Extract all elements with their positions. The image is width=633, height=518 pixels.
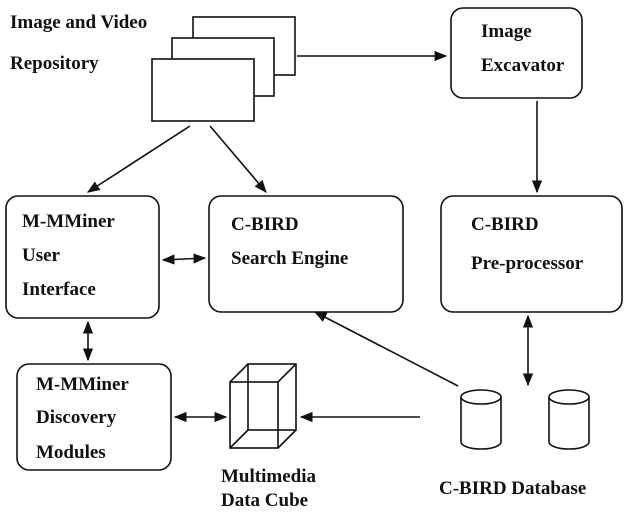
search-engine-label-line1: C-BIRD: [231, 214, 299, 235]
repository-label-line1: Image and Video: [10, 12, 148, 33]
database-label: C-BIRD Database: [439, 478, 587, 499]
ui-label-line3: Interface: [22, 279, 96, 300]
repository-page-front: [151, 58, 255, 122]
search-engine-box: [208, 195, 404, 313]
database-cylinder-left-icon: [460, 389, 502, 450]
discovery-label-line3: Modules: [36, 442, 106, 463]
database-cylinder-right-icon: [548, 389, 590, 450]
arrow-database-to-search-engine: [313, 311, 459, 387]
discovery-label-line1: M-MMiner: [36, 374, 129, 395]
arrow-repository-to-search-engine: [209, 125, 267, 193]
ui-label-line1: M-MMiner: [22, 211, 115, 232]
discovery-modules-box: [16, 363, 172, 471]
arrow-repository-to-ui: [86, 125, 191, 193]
mmminer-ui-box: [5, 195, 160, 319]
data-cube-icon: [229, 363, 297, 449]
discovery-label-line2: Discovery: [36, 407, 117, 428]
ui-label-line2: User: [22, 245, 60, 266]
arrow-ui-search-engine: [161, 253, 207, 265]
preprocessor-box: [440, 195, 623, 313]
excavator-label-line1: Image: [481, 21, 532, 42]
cube-label-line1: Multimedia: [221, 466, 316, 487]
image-excavator-box: [450, 7, 583, 99]
excavator-label-line2: Excavator: [481, 55, 565, 76]
preprocessor-label-line2: Pre-processor: [471, 253, 584, 274]
preprocessor-label-line1: C-BIRD: [471, 214, 539, 235]
search-engine-label-line2: Search Engine: [231, 248, 349, 269]
cube-label-line2: Data Cube: [221, 490, 309, 511]
repository-label-line2: Repository: [10, 53, 99, 74]
